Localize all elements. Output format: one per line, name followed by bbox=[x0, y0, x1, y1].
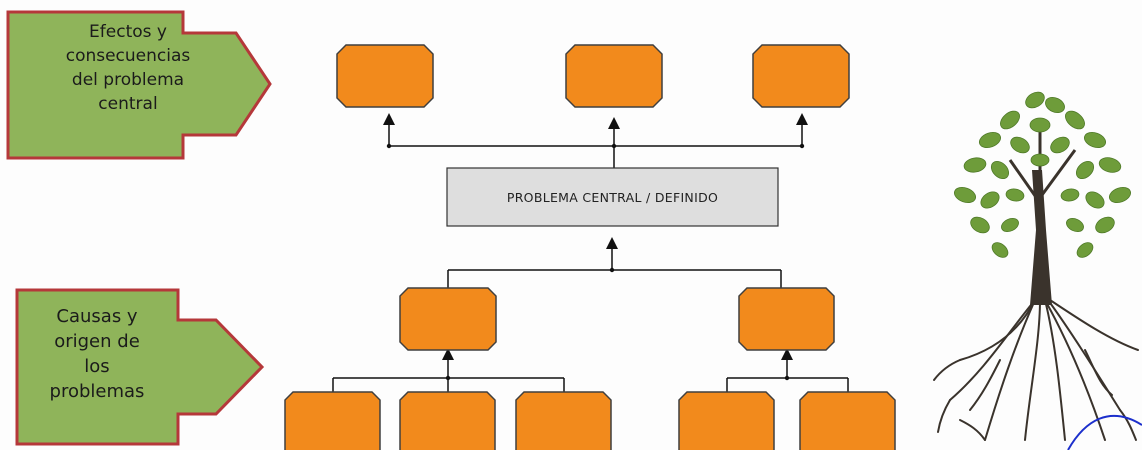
causes-arrow bbox=[15, 288, 265, 446]
subcause-box-3 bbox=[515, 391, 612, 453]
effect-box-3 bbox=[752, 44, 850, 108]
causes-line-2: origen de bbox=[54, 331, 140, 352]
causes-line-3: los bbox=[84, 356, 110, 377]
effects-arrow bbox=[6, 10, 272, 160]
causes-arrow-label: Causas y origen de los problemas bbox=[17, 304, 177, 404]
effect-box-2 bbox=[565, 44, 663, 108]
effects-line-4: central bbox=[98, 94, 158, 114]
blue-curve-mark bbox=[1067, 415, 1142, 451]
effects-line-1: Efectos y bbox=[89, 22, 167, 42]
cause-box-1 bbox=[399, 287, 497, 351]
effects-line-3: del problema bbox=[71, 70, 185, 90]
causes-line-4: problemas bbox=[49, 381, 145, 402]
causes-connectors bbox=[332, 237, 849, 392]
central-problem-label: PROBLEMA CENTRAL / DEFINIDO bbox=[506, 189, 719, 205]
subcause-box-4 bbox=[678, 391, 775, 453]
effects-arrow-label: Efectos y consecuencias del problema cen… bbox=[8, 20, 248, 116]
effect-box-1 bbox=[336, 44, 434, 108]
causes-line-1: Causas y bbox=[56, 306, 138, 327]
subcause-box-2 bbox=[399, 391, 496, 453]
effects-connectors bbox=[383, 113, 808, 168]
subcause-box-1 bbox=[284, 391, 381, 453]
cause-box-2 bbox=[738, 287, 835, 351]
central-problem-box bbox=[446, 167, 779, 227]
effects-line-2: consecuencias bbox=[65, 46, 191, 66]
tree-with-roots-icon bbox=[933, 91, 1139, 441]
subcause-box-5 bbox=[799, 391, 896, 453]
